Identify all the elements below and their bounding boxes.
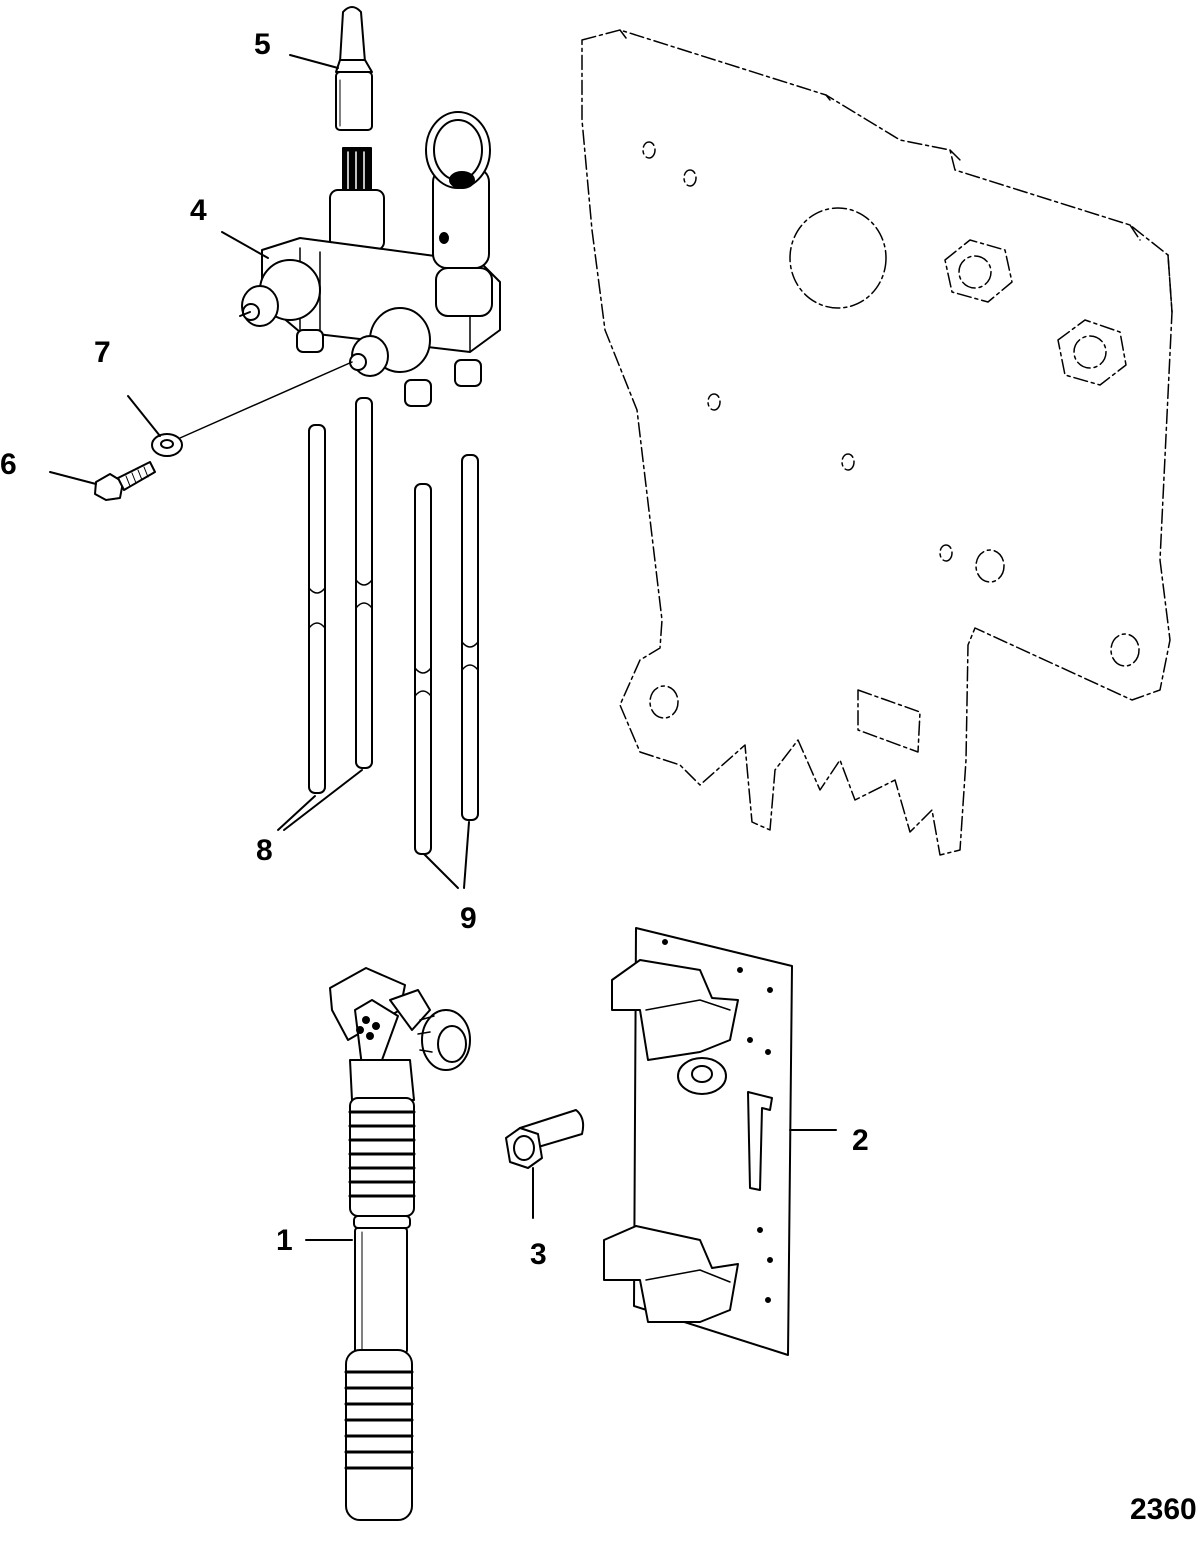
leader-line-7 [127,395,161,437]
callout-5: 5 [254,28,271,61]
leader-line-9 [423,821,470,889]
leader-line-6 [49,471,97,485]
callout-1: 1 [276,1224,293,1257]
handle-part-1 [329,967,471,1521]
leader-line-4 [221,231,269,259]
rod-part-9b [461,454,479,821]
rod-part-8b [355,397,373,769]
screw-part-6 [94,461,156,501]
callout-2: 2 [852,1124,869,1157]
callout-3: 3 [530,1238,547,1271]
callout-8: 8 [256,834,273,867]
mounting-plate-phantom [581,29,1173,856]
bolt-part-3 [505,1109,585,1169]
figure-number: 2360 [1130,1493,1197,1526]
rod-part-8a [308,424,326,794]
callout-4: 4 [190,194,207,227]
leader-line-8 [277,769,363,831]
washer-part-7 [151,433,183,457]
leader-line-5 [289,54,339,69]
screw-axis-line [179,361,353,439]
rod-part-9a [414,483,432,855]
callout-6: 6 [0,448,17,481]
callout-9: 9 [460,902,477,935]
valve-assembly-part-4 [239,111,501,407]
bracket-part-2 [603,927,793,1356]
callout-7: 7 [94,336,111,369]
knob-part-5 [335,6,373,131]
